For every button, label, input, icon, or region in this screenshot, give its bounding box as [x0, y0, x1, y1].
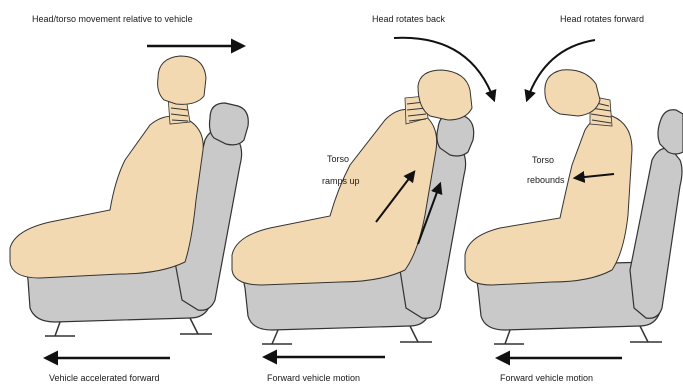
label-head-rotates-forward: Head rotates forward: [560, 14, 644, 24]
label-torso-rebounds-line1: Torso: [532, 155, 554, 165]
label-head-rotates-back: Head rotates back: [372, 14, 446, 24]
panel-1-body: [10, 56, 206, 278]
label-forward-motion-middle: Forward vehicle motion: [267, 373, 360, 383]
label-head-torso-movement: Head/torso movement relative to vehicle: [32, 14, 193, 24]
label-torso-ramps-line2: ramps up: [322, 176, 360, 186]
label-forward-motion-right: Forward vehicle motion: [500, 373, 593, 383]
label-torso-ramps-line1: Torso: [327, 154, 349, 164]
label-vehicle-accelerated: Vehicle accelerated forward: [49, 373, 160, 383]
label-torso-rebounds-line2: rebounds: [527, 175, 565, 185]
